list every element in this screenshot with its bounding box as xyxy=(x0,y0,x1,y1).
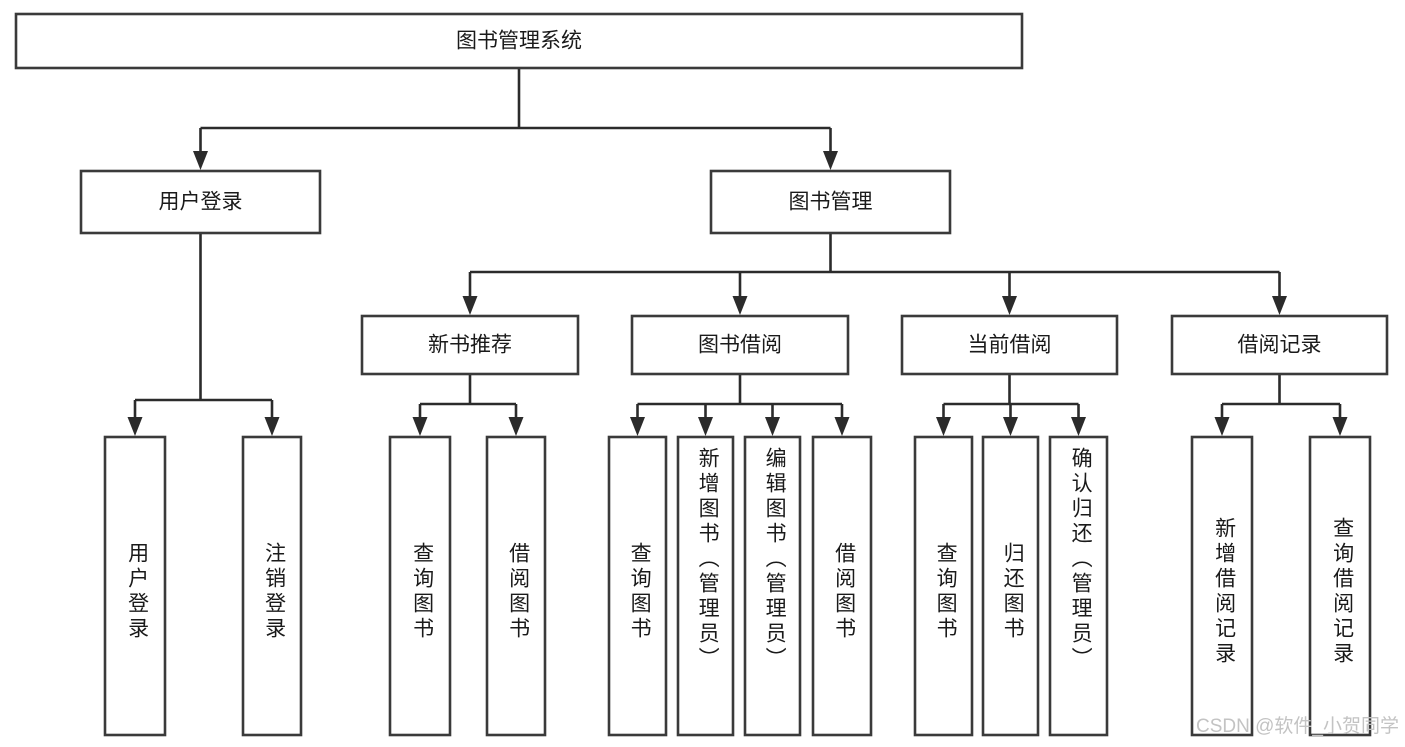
node-label-borrow-records: 借阅记录 xyxy=(1238,334,1322,357)
arrow-head-icon xyxy=(834,417,850,436)
node-confirm-return-admin[interactable]: 确认归还（管理员） xyxy=(1048,435,1109,737)
arrow-head-icon xyxy=(630,417,645,436)
node-box-user-logout xyxy=(241,435,303,737)
node-borrow-records[interactable]: 借阅记录 xyxy=(1170,314,1389,376)
node-box-query-book-borrow xyxy=(607,435,668,737)
node-label-book-borrow: 图书借阅 xyxy=(698,334,782,357)
arrow-head-icon xyxy=(1003,417,1018,436)
node-add-borrow-record[interactable]: 新增借阅记录 xyxy=(1190,435,1254,737)
arrow-head-icon xyxy=(462,296,478,315)
node-label-book-management: 图书管理 xyxy=(789,191,873,214)
node-edit-book-admin[interactable]: 编辑图书（管理员） xyxy=(743,435,802,737)
node-box-borrow-book-do xyxy=(811,435,873,737)
arrow-head-icon xyxy=(1002,296,1017,315)
node-label-user-login: 用户登录 xyxy=(159,191,243,214)
node-label-borrow-book-do: 借阅图书 xyxy=(833,542,857,642)
node-box-query-book-current xyxy=(913,435,974,737)
arrow-head-icon xyxy=(1071,417,1086,436)
arrow-head-icon xyxy=(127,417,143,436)
arrow-head-icon xyxy=(1332,417,1348,436)
node-borrow-book-recommend[interactable]: 借阅图书 xyxy=(485,435,547,737)
node-borrow-book-do[interactable]: 借阅图书 xyxy=(811,435,873,737)
node-book-management[interactable]: 图书管理 xyxy=(709,169,952,235)
node-box-add-book-admin xyxy=(676,435,735,737)
node-box-edit-book-admin xyxy=(743,435,802,737)
node-user-login[interactable]: 用户登录 xyxy=(79,169,322,235)
node-box-query-book-recommend xyxy=(388,435,452,737)
node-label-query-book-current: 查询图书 xyxy=(934,542,958,642)
node-box-new-book-recommend xyxy=(360,314,580,376)
arrow-head-icon xyxy=(698,417,713,436)
node-book-borrow[interactable]: 图书借阅 xyxy=(630,314,850,376)
arrow-head-icon xyxy=(936,417,951,436)
node-box-return-book xyxy=(981,435,1040,737)
arrow-head-icon xyxy=(264,417,280,436)
node-label-user-login-do: 用户登录 xyxy=(126,542,150,642)
node-box-add-borrow-record xyxy=(1190,435,1254,737)
node-user-login-do[interactable]: 用户登录 xyxy=(103,435,167,737)
node-box-root xyxy=(14,12,1024,70)
node-label-edit-book-admin: 编辑图书（管理员） xyxy=(763,447,787,672)
node-label-new-book-recommend: 新书推荐 xyxy=(428,334,512,357)
node-box-book-borrow xyxy=(630,314,850,376)
arrow-head-icon xyxy=(1214,417,1230,436)
node-box-book-management xyxy=(709,169,952,235)
arrow-head-icon xyxy=(508,417,524,436)
arrow-head-icon xyxy=(765,417,780,436)
node-return-book[interactable]: 归还图书 xyxy=(981,435,1040,737)
watermark-label: CSDN @软件_小贺同学 xyxy=(1196,715,1399,737)
node-box-borrow-records xyxy=(1170,314,1389,376)
node-label-root: 图书管理系统 xyxy=(456,30,582,53)
node-label-current-borrow: 当前借阅 xyxy=(968,334,1052,357)
node-query-borrow-record[interactable]: 查询借阅记录 xyxy=(1308,435,1372,737)
node-label-query-book-borrow: 查询图书 xyxy=(628,542,652,642)
node-box-query-borrow-record xyxy=(1308,435,1372,737)
arrow-head-icon xyxy=(1272,296,1287,315)
node-box-borrow-book-recommend xyxy=(485,435,547,737)
node-label-query-book-recommend: 查询图书 xyxy=(411,542,435,642)
connector-layer xyxy=(127,68,1348,436)
node-box-confirm-return-admin xyxy=(1048,435,1109,737)
node-query-book-current[interactable]: 查询图书 xyxy=(913,435,974,737)
node-root[interactable]: 图书管理系统 xyxy=(14,12,1024,70)
arrow-head-icon xyxy=(193,151,208,170)
node-box-current-borrow xyxy=(900,314,1119,376)
node-user-logout[interactable]: 注销登录 xyxy=(241,435,303,737)
node-label-add-book-admin: 新增图书（管理员） xyxy=(696,447,720,672)
node-label-user-logout: 注销登录 xyxy=(263,542,287,642)
node-box-user-login-do xyxy=(103,435,167,737)
node-label-confirm-return-admin: 确认归还（管理员） xyxy=(1069,447,1093,672)
node-layer: 图书管理系统用户登录图书管理用户登录注销登录新书推荐图书借阅当前借阅借阅记录查询… xyxy=(14,12,1389,737)
node-query-book-recommend[interactable]: 查询图书 xyxy=(388,435,452,737)
node-label-add-borrow-record: 新增借阅记录 xyxy=(1213,517,1237,667)
node-add-book-admin[interactable]: 新增图书（管理员） xyxy=(676,435,735,737)
arrow-head-icon xyxy=(823,151,838,170)
node-label-query-borrow-record: 查询借阅记录 xyxy=(1331,517,1355,667)
node-query-book-borrow[interactable]: 查询图书 xyxy=(607,435,668,737)
node-label-borrow-book-recommend: 借阅图书 xyxy=(507,542,531,642)
node-label-return-book: 归还图书 xyxy=(1001,542,1025,642)
node-box-user-login xyxy=(79,169,322,235)
node-current-borrow[interactable]: 当前借阅 xyxy=(900,314,1119,376)
node-new-book-recommend[interactable]: 新书推荐 xyxy=(360,314,580,376)
arrow-head-icon xyxy=(732,296,748,315)
arrow-head-icon xyxy=(412,417,428,436)
